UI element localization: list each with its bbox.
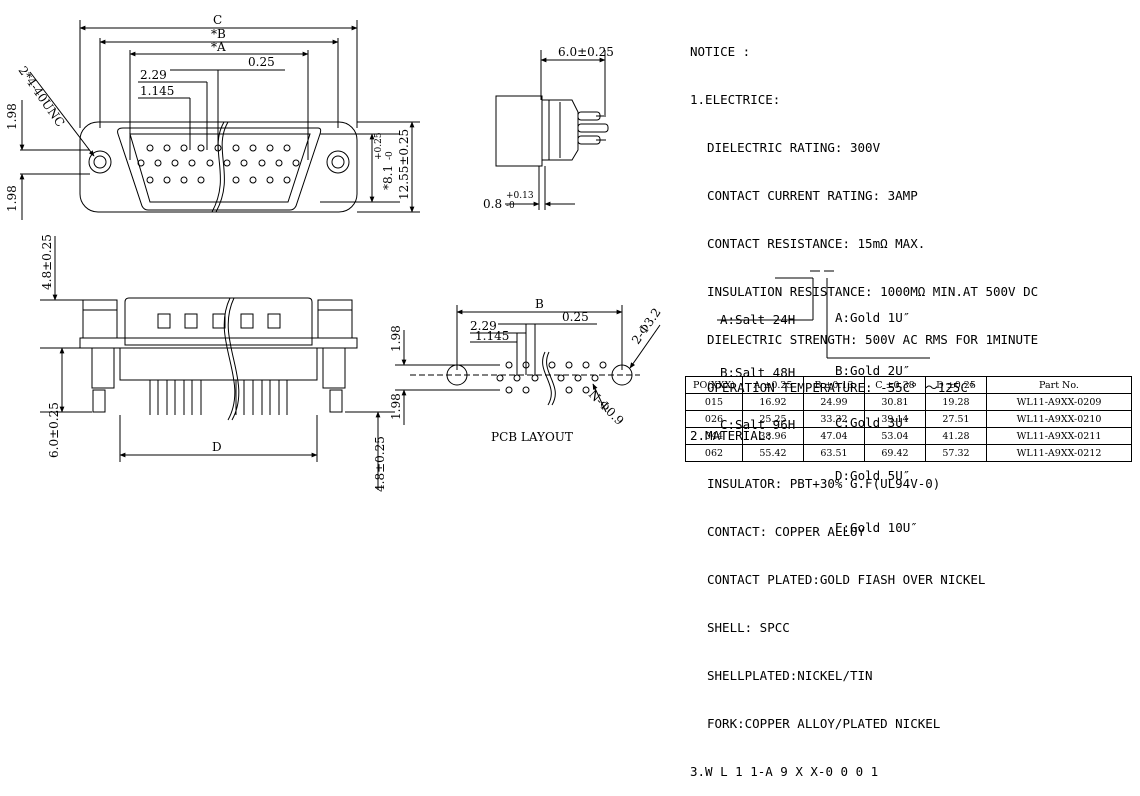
dim-0-8-tol-up: +0.13 [506, 191, 534, 201]
col-d: D ±0.25 [925, 376, 987, 394]
cell: WL11-A9XX-0210 [986, 410, 1132, 428]
dim-8-1-tol-up: +0.25 [374, 132, 384, 160]
cell: 19.28 [925, 393, 987, 411]
spec-shell: SHELL: SPCC [707, 620, 790, 635]
dim-2-29: 2.29 [140, 68, 167, 82]
dim-4-8: 4.8±0.25 [40, 234, 54, 290]
pcb-layout [395, 305, 661, 425]
dim-1-145: 1.145 [140, 84, 174, 98]
part-number-table: PO(XXX) A ±0.25 B ±0.13 C ±0.38 D ±0.25 … [685, 376, 1132, 462]
pcb-dim-b: B [535, 297, 544, 311]
cell: 27.51 [925, 410, 987, 428]
spec-insulator: INSULATOR: PBT+30% G.F(UL94V-0) [707, 476, 941, 491]
cell: WL11-A9XX-0212 [986, 444, 1132, 462]
dim-12-55: 12.55±0.25 [397, 129, 411, 200]
cell: 044 [685, 427, 743, 445]
notice-title: NOTICE : [690, 44, 751, 59]
cell: 38.96 [742, 427, 804, 445]
spec-dielectric-rating: DIELECTRIC RATING: 300V [707, 140, 881, 155]
spec-current-rating: CONTACT CURRENT RATING: 3AMP [707, 188, 918, 203]
pcb-dim-0-25: 0.25 [562, 310, 589, 324]
cell: 24.99 [803, 393, 865, 411]
dim-c: C [213, 13, 222, 27]
pcb-dim-1-98-top: 1.98 [389, 325, 403, 352]
bottom-view [40, 236, 395, 490]
cell: 25.25 [742, 410, 804, 428]
table-row: 026 25.25 33.32 39.14 27.51 WL11-A9XX-02… [685, 410, 1132, 428]
salt-option: A:Salt 24H [720, 312, 796, 327]
cell: 55.42 [742, 444, 804, 462]
dim-8-1: *8.1 [381, 165, 395, 190]
cell: 39.14 [864, 410, 926, 428]
gold-option: B:Gold 2U″ [835, 362, 911, 378]
spec-contact-resistance: CONTACT RESISTANCE: 15mΩ MAX. [707, 236, 926, 251]
connector-drawing: C *B *A 0.25 2.29 1.145 2*4-40UNC 1.98 1… [5, 13, 930, 492]
gold-option: D:Gold 5U″ [835, 467, 911, 483]
cell: 015 [685, 393, 743, 411]
spec-shell-plated: SHELLPLATED:NICKEL/TIN [707, 668, 873, 683]
table-row: 044 38.96 47.04 53.04 41.28 WL11-A9XX-02… [685, 427, 1132, 445]
dim-d: D [212, 440, 222, 454]
cell: WL11-A9XX-0209 [986, 393, 1132, 411]
cell: 33.32 [803, 410, 865, 428]
cell: 062 [685, 444, 743, 462]
pcb-dim-1-98-bottom: 1.98 [389, 393, 403, 420]
cell: 69.42 [864, 444, 926, 462]
col-part-no: Part No. [986, 376, 1132, 394]
section-part-code: 3.W L 1 1-A 9 X X-0 0 0 1 [690, 764, 879, 779]
table-header-row: PO(XXX) A ±0.25 B ±0.13 C ±0.38 D ±0.25 … [685, 376, 1132, 394]
dim-4-40unc: 2*4-40UNC [16, 64, 68, 130]
col-c: C ±0.38 [864, 376, 926, 394]
pcb-dim-2-29: 2.29 [470, 319, 497, 333]
cell: 57.32 [925, 444, 987, 462]
cell: 026 [685, 410, 743, 428]
table-row: 062 55.42 63.51 69.42 57.32 WL11-A9XX-02… [685, 444, 1132, 462]
dim-a: *A [211, 40, 226, 54]
col-a: A ±0.25 [742, 376, 804, 394]
pcb-dim-n-phi0-9: N-Φ0.9 [586, 387, 627, 428]
cell: 63.51 [803, 444, 865, 462]
pcb-layout-label: PCB LAYOUT [491, 430, 573, 444]
dim-1-98-top: 1.98 [5, 103, 19, 130]
cell: 53.04 [864, 427, 926, 445]
dim-0-8: 0.8 [483, 197, 502, 211]
cell: 47.04 [803, 427, 865, 445]
dim-b: *B [211, 27, 226, 41]
col-b: B ±0.13 [803, 376, 865, 394]
cell: 16.92 [742, 393, 804, 411]
spec-contact-plated: CONTACT PLATED:GOLD FIASH OVER NICKEL [707, 572, 986, 587]
table-row: 015 16.92 24.99 30.81 19.28 WL11-A9XX-02… [685, 393, 1132, 411]
dim-1-98-bottom: 1.98 [5, 185, 19, 212]
salt-option: B:Salt 48H [720, 364, 796, 380]
spec-insulation-resistance: INSULATION RESISTANCE: 1000MΩ MIN.AT 500… [707, 284, 1039, 299]
front-view [19, 20, 420, 220]
section-electrice: 1.ELECTRICE: [690, 92, 781, 107]
gold-option: A:Gold 1U″ [835, 310, 911, 325]
dim-0-25: 0.25 [248, 55, 275, 69]
dim-8-1-tol-low: -0 [385, 151, 395, 160]
pcb-dim-2-phi3-2: 2-Φ3.2 [629, 305, 664, 346]
option-brackets [717, 270, 930, 359]
spec-fork: FORK:COPPER ALLOY/PLATED NICKEL [707, 716, 941, 731]
cell: 41.28 [925, 427, 987, 445]
gold-option: E:Gold 10U″ [835, 520, 918, 535]
cell: 30.81 [864, 393, 926, 411]
dim-6-0-bottom: 6.0±0.25 [47, 402, 61, 458]
dim-6-0: 6.0±0.25 [558, 45, 614, 59]
spec-dielectric-strength: DIELECTRIC STRENGTH: 500V AC RMS FOR 1MI… [707, 332, 1039, 347]
side-view [495, 50, 609, 210]
dim-4-8-bottom: 4.8±0.25 [373, 436, 387, 492]
dim-0-8-tol-low: -0 [506, 201, 515, 211]
cell: WL11-A9XX-0211 [986, 427, 1132, 445]
col-po: PO(XXX) [685, 376, 743, 394]
pcb-dim-1-145: 1.145 [475, 329, 509, 343]
